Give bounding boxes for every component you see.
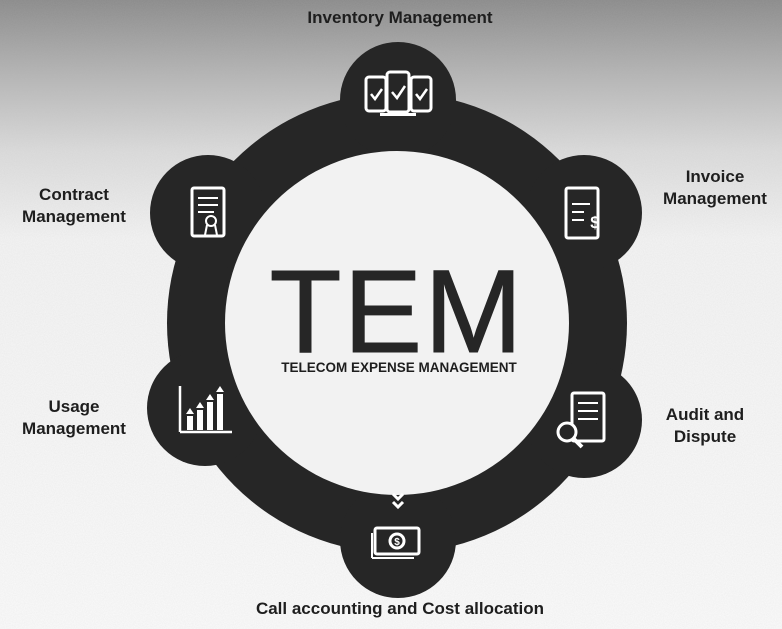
label-audit-dispute: Audit and Dispute — [650, 404, 760, 448]
invoice-dollar-icon: $ — [564, 186, 600, 240]
node-circle-call — [340, 482, 456, 598]
node-circle-usage — [147, 350, 263, 466]
label-audit-line1: Audit and — [665, 405, 745, 424]
label-inventory-management: Inventory Management — [307, 8, 493, 27]
tem-subtitle: TELECOM EXPENSE MANAGEMENT — [281, 360, 517, 375]
label-invoice-line1: Invoice — [685, 167, 745, 186]
money-cash-icon: $ — [371, 492, 421, 559]
label-audit-line2: Dispute — [673, 427, 737, 446]
label-usage-line2: Management — [22, 419, 126, 438]
label-invoice-line2: Management — [663, 189, 767, 208]
label-contract-line1: Contract — [39, 185, 109, 204]
certificate-document-icon — [190, 186, 226, 238]
document-magnifier-icon — [556, 391, 606, 449]
bar-chart-growth-icon — [178, 386, 232, 434]
label-call-accounting: Call accounting and Cost allocation — [255, 599, 545, 618]
label-contract-management: Contract Management — [4, 184, 144, 228]
svg-text:$: $ — [590, 213, 600, 232]
label-invoice-management: Invoice Management — [650, 166, 780, 210]
label-contract-line2: Management — [22, 207, 126, 226]
tem-title: TEM — [269, 246, 524, 378]
mobile-devices-icon — [364, 70, 433, 116]
node-circle-inventory — [340, 42, 456, 158]
label-usage-line1: Usage — [48, 397, 100, 416]
inner-disk — [225, 151, 569, 495]
label-usage-management: Usage Management — [4, 396, 144, 440]
svg-text:$: $ — [394, 537, 400, 548]
